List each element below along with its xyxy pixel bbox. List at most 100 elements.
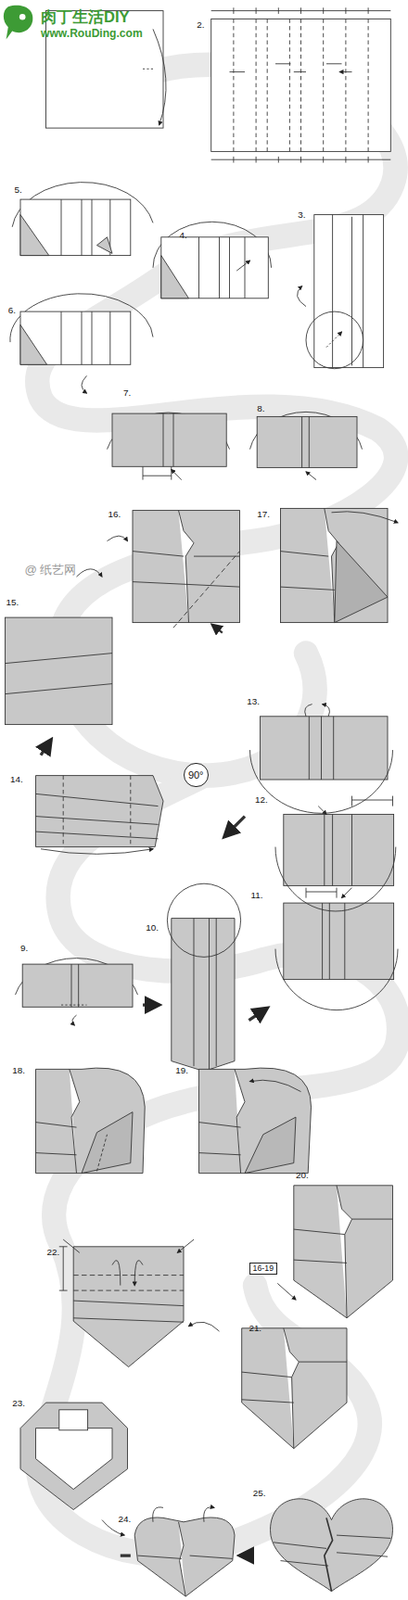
illustration-part: [36, 793, 159, 839]
illustration-part: [22, 964, 133, 1008]
illustration-part: [61, 1005, 88, 1007]
step-number: 16.: [108, 510, 122, 521]
illustration-part: [20, 1402, 128, 1511]
illustration-part: [112, 413, 227, 467]
illustration-part: [275, 949, 398, 1011]
step-number: 7.: [123, 388, 131, 399]
step-number: 13.: [246, 697, 260, 708]
illustration-part: [234, 1069, 245, 1173]
illustration-part: [20, 311, 131, 365]
illustration-part: [283, 1328, 300, 1450]
illustration-part: [296, 286, 306, 307]
step-number: 15.: [6, 598, 20, 609]
illustration-part: [142, 68, 153, 70]
illustration-part: [36, 1068, 146, 1174]
illustration-part: [132, 510, 241, 624]
illustration-part: [142, 466, 172, 480]
logo-url: www.RouDing.com: [40, 27, 143, 40]
illustration-part: [97, 237, 114, 255]
illustration-part: [40, 849, 153, 855]
step-number: 6.: [8, 306, 16, 317]
illustration-part: [73, 1300, 184, 1323]
illustration-part: [166, 883, 241, 957]
illustration-part: [324, 814, 353, 886]
illustration-part: [59, 1247, 68, 1291]
illustration-part: [153, 1507, 215, 1523]
watermark: @ 纸艺网: [24, 563, 77, 578]
step-number: 18.: [12, 1066, 26, 1077]
illustration-part: [193, 918, 217, 1071]
illustration-part: [36, 1122, 77, 1156]
illustration-part: [63, 1239, 194, 1253]
illustration-part: [161, 237, 268, 299]
rotation-symbol: 90°: [183, 763, 209, 789]
step-number: 20.: [295, 1171, 309, 1182]
illustration-part: [163, 413, 174, 467]
illustration-part: [5, 653, 114, 695]
illustration-part: [20, 324, 48, 365]
illustration-part: [283, 814, 395, 886]
illustration-part: [293, 1185, 394, 1319]
logo-text: 肉丁生活DIY: [40, 8, 130, 26]
step-number: 2.: [196, 20, 204, 31]
illustration-part: [132, 551, 241, 588]
illustration-part: [212, 624, 223, 634]
illustration-part: [236, 260, 250, 271]
illustration-part: [331, 511, 399, 523]
step-number: 19.: [175, 1066, 189, 1077]
illustration-part: [229, 63, 353, 73]
illustration-part: [293, 1219, 394, 1263]
illustration-part: [81, 375, 88, 394]
illustration-part: [73, 1247, 184, 1368]
step-number: 10.: [145, 923, 159, 934]
illustration-part: [342, 888, 353, 899]
illustration-part: [277, 1283, 296, 1301]
illustration-part: [63, 776, 131, 848]
illustration-part: [324, 1517, 333, 1592]
step-number: 17.: [256, 510, 270, 521]
illustration-part: [40, 739, 51, 756]
illustration-part: [138, 1555, 233, 1559]
illustration-part: [153, 28, 166, 125]
illustration-part: [302, 416, 310, 468]
illustration-part: [305, 704, 331, 717]
step-reference-box: 16-19: [249, 1262, 279, 1276]
illustration-part: [173, 551, 241, 629]
illustration-part: [199, 1068, 312, 1174]
step-number: 11.: [251, 891, 264, 902]
illustration-part: [334, 541, 388, 624]
illustration-part: [233, 7, 369, 163]
illustration-part: [233, 18, 369, 152]
illustration-part: [97, 1134, 108, 1173]
illustration-part: [336, 1185, 353, 1319]
step-number: 5.: [13, 185, 22, 196]
illustration-part: [256, 416, 357, 468]
illustration-part: [306, 311, 364, 370]
illustration-part: [69, 1069, 80, 1173]
illustration-part: [314, 215, 384, 369]
step-number: 14.: [10, 775, 24, 786]
illustration-part: [19, 13, 26, 21]
illustration-part: [161, 255, 190, 299]
illustration-part: [134, 1517, 235, 1597]
illustration-part: [326, 331, 343, 348]
illustration-part: [250, 1080, 302, 1092]
illustration-part: [3, 5, 398, 1597]
illustration-part: [260, 716, 389, 780]
illustration-part: [242, 1362, 347, 1403]
illustration-part: [36, 776, 165, 848]
illustration-part: [273, 1535, 392, 1567]
illustration-part: [72, 1015, 77, 1026]
step-number: 25.: [253, 1489, 267, 1500]
illustration-part: [270, 1499, 394, 1593]
illustration-part: [76, 569, 103, 577]
illustration-part: [322, 903, 345, 981]
illustration-part: [211, 11, 392, 161]
illustration-part: [211, 18, 392, 152]
node-text: 16-19: [253, 1264, 275, 1275]
step-number: 9.: [20, 943, 28, 955]
illustration-part: [59, 1410, 89, 1431]
illustration-part: [107, 535, 128, 542]
illustration-part: [171, 470, 182, 481]
